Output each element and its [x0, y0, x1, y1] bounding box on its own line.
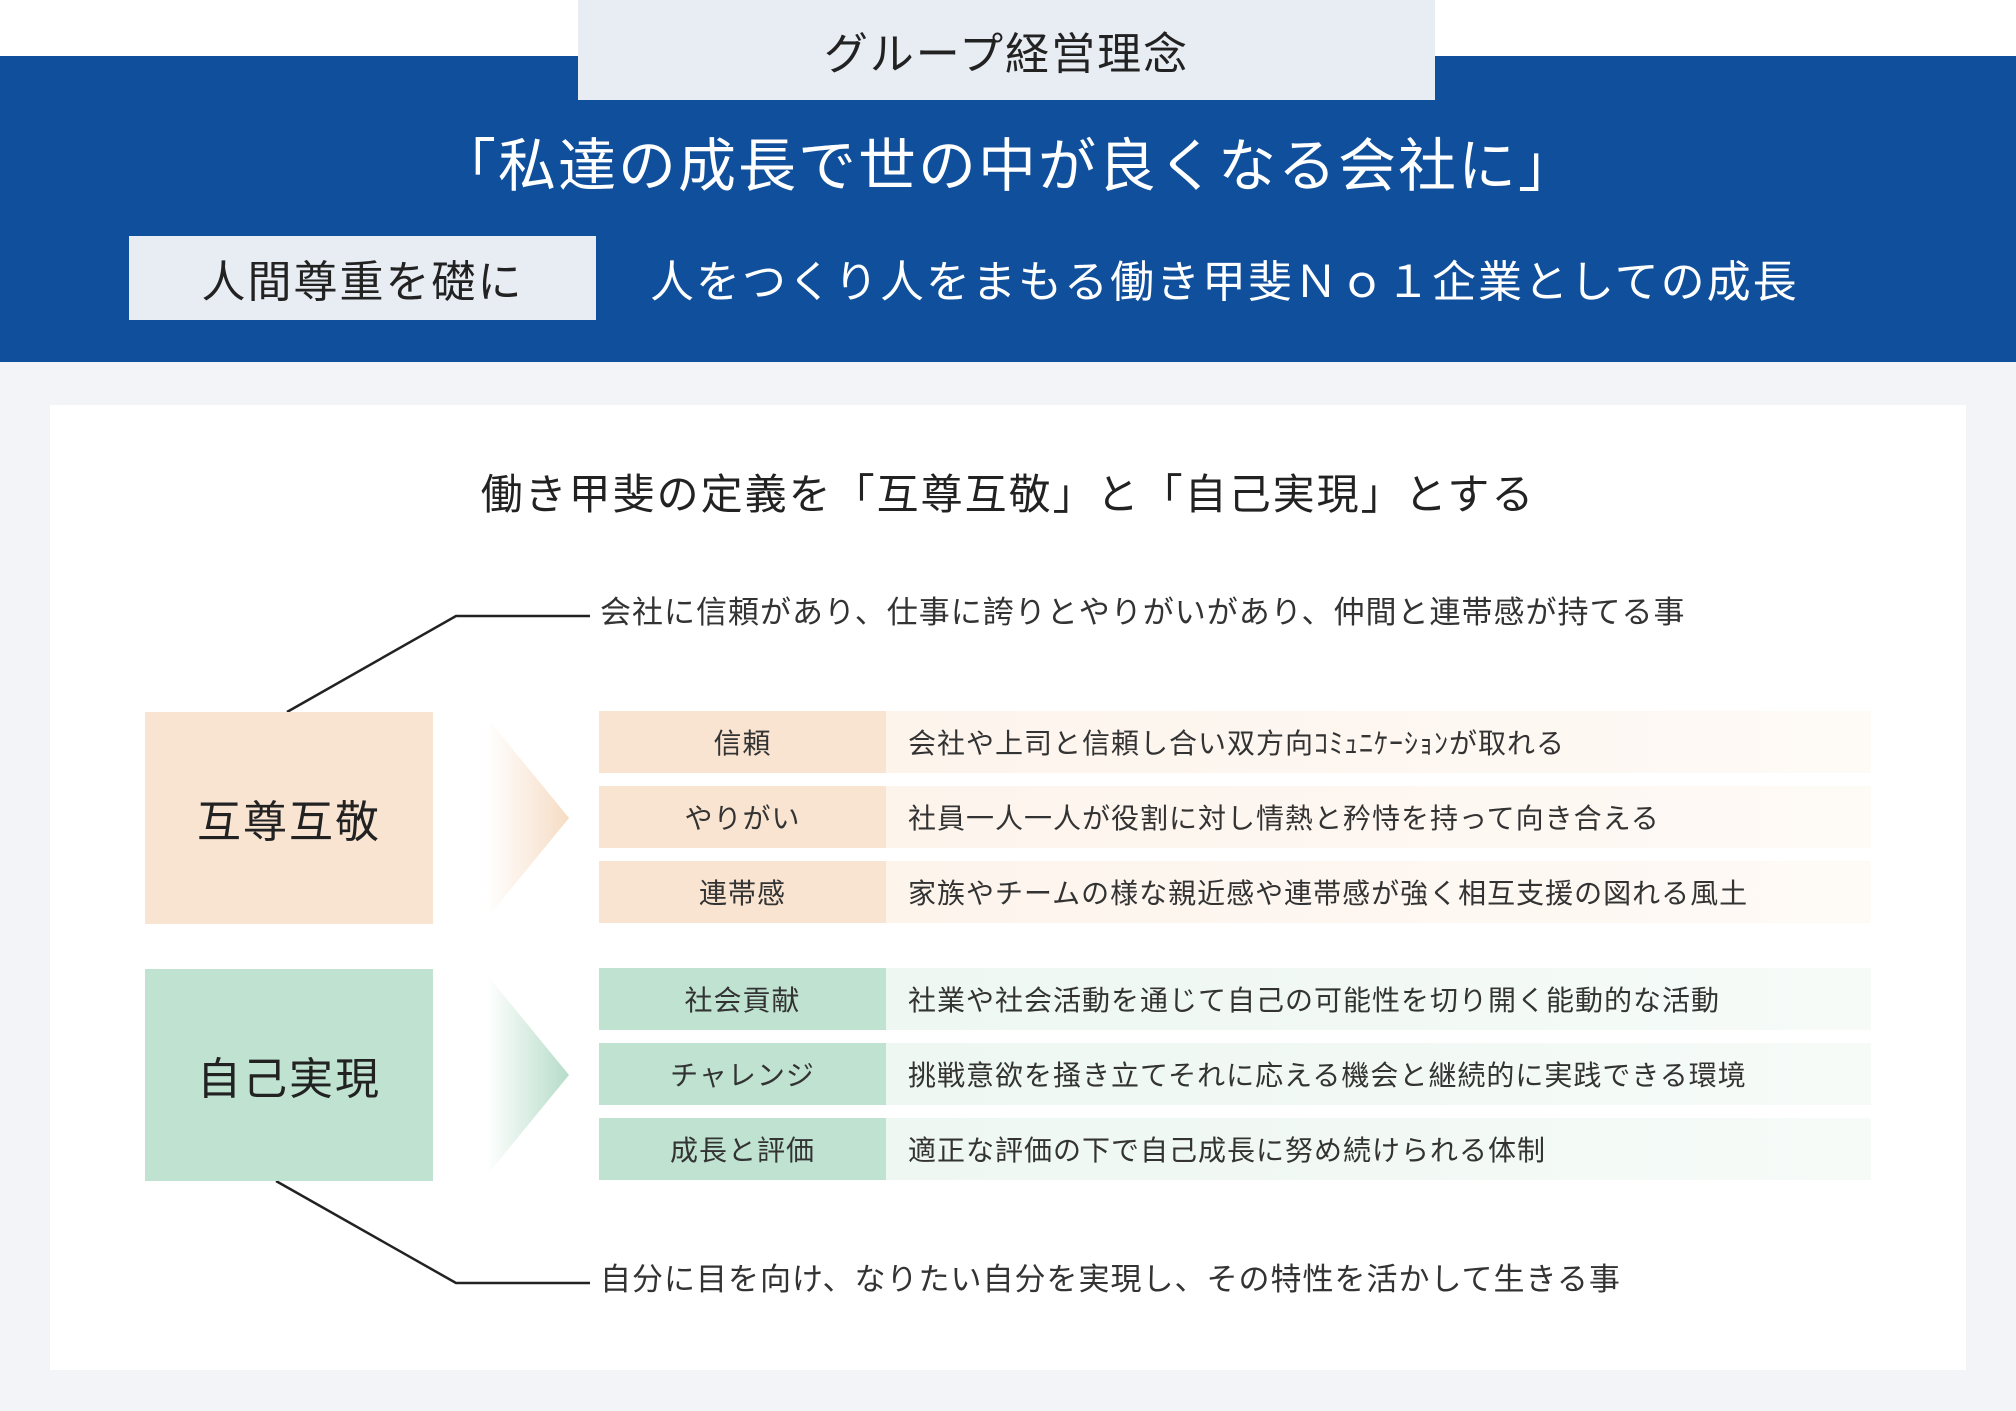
item-label: やりがい [599, 786, 886, 848]
item-label: 信頼 [599, 711, 886, 773]
chevron-arrow-icon [487, 975, 569, 1175]
definition-title: 働き甲斐の定義を「互尊互敬」と「自己実現」とする [480, 470, 1536, 519]
list-item: 信頼 会社や上司と信頼し合い双方向ｺﾐｭﾆｹｰｼｮﾝが取れる [599, 711, 1871, 773]
item-label: チャレンジ [599, 1043, 886, 1105]
list-item: 社会貢献 社業や社会活動を通じて自己の可能性を切り開く能動的な活動 [599, 968, 1871, 1030]
mutual-respect-box: 互尊互敬 [145, 712, 433, 924]
item-description: 挑戦意欲を掻き立てそれに応える機会と継続的に実践できる環境 [886, 1043, 1871, 1105]
self-realization-box: 自己実現 [145, 969, 433, 1181]
list-item: チャレンジ 挑戦意欲を掻き立てそれに応える機会と継続的に実践できる環境 [599, 1043, 1871, 1105]
item-label: 社会貢献 [599, 968, 886, 1030]
list-item: 成長と評価 適正な評価の下で自己成長に努め続けられる体制 [599, 1118, 1871, 1180]
growth-statement: 人をつくり人をまもる働き甲斐Ｎｏ１企業としての成長 [650, 257, 1799, 308]
mutual-respect-summary: 会社に信頼があり、仕事に誇りとやりがいがあり、仲間と連帯感が持てる事 [600, 595, 1686, 631]
item-description: 社業や社会活動を通じて自己の可能性を切り開く能動的な活動 [886, 968, 1871, 1030]
list-item: 連帯感 家族やチームの様な親近感や連帯感が強く相互支援の図れる風土 [599, 861, 1871, 923]
self-realization-summary: 自分に目を向け、なりたい自分を実現し、その特性を活かして生きる事 [600, 1262, 1621, 1298]
philosophy-motto: 「私達の成長で世の中が良くなる会社に」 [437, 132, 1578, 200]
item-description: 社員一人一人が役割に対し情熱と矜恃を持って向き合える [886, 786, 1871, 848]
item-label: 連帯感 [599, 861, 886, 923]
item-description: 家族やチームの様な親近感や連帯感が強く相互支援の図れる風土 [886, 861, 1871, 923]
chevron-arrow-icon [487, 718, 569, 918]
item-description: 適正な評価の下で自己成長に努め続けられる体制 [886, 1118, 1871, 1180]
foundation-label: 人間尊重を礎に [129, 236, 596, 320]
list-item: やりがい 社員一人一人が役割に対し情熱と矜恃を持って向き合える [599, 786, 1871, 848]
item-label: 成長と評価 [599, 1118, 886, 1180]
section-tab-title: グループ経営理念 [578, 0, 1435, 100]
item-description: 会社や上司と信頼し合い双方向ｺﾐｭﾆｹｰｼｮﾝが取れる [886, 711, 1871, 773]
